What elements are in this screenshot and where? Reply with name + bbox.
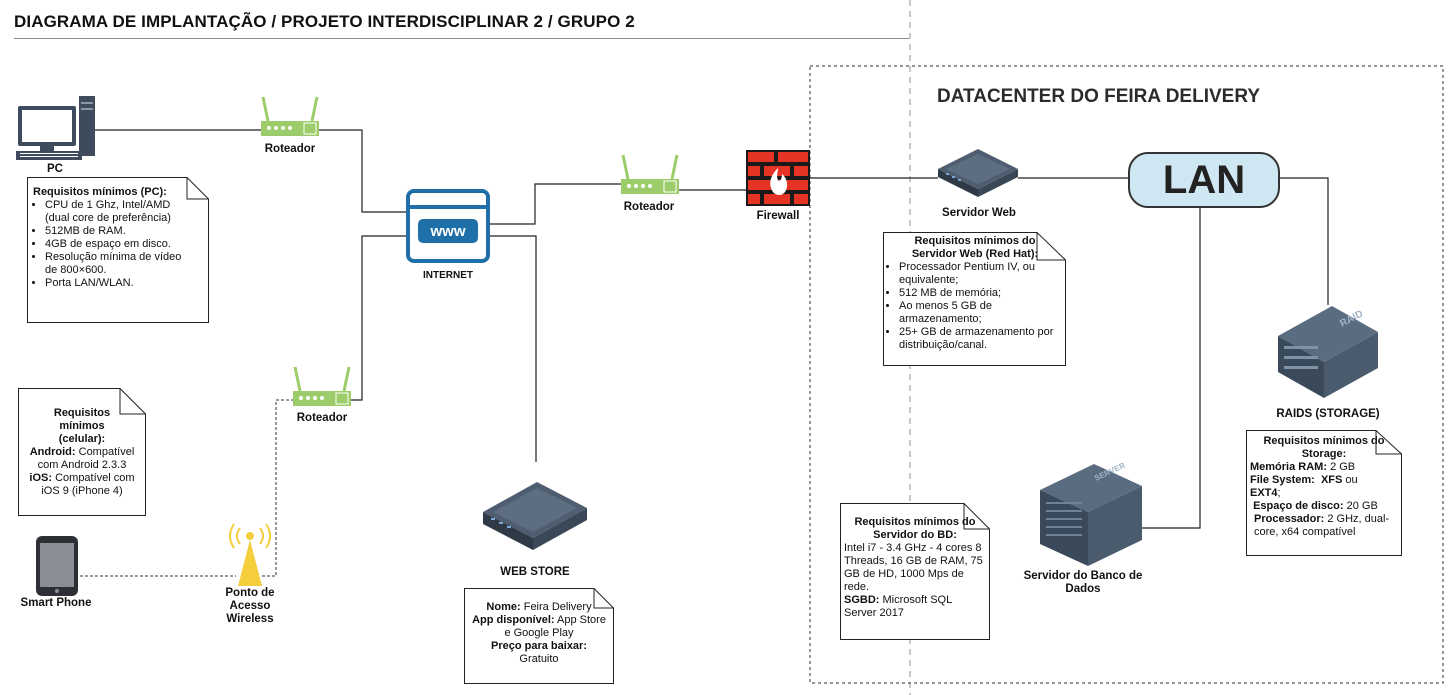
- storage-fs-label: File System:: [1250, 474, 1315, 486]
- smartphone-icon: [36, 536, 78, 596]
- page-title: DIAGRAMA DE IMPLANTAÇÃO / PROJETO INTERD…: [14, 12, 635, 31]
- note-shape: [840, 503, 990, 640]
- router-icon: [621, 154, 679, 194]
- db-sgbd-value: Microsoft SQL Server 2017: [844, 594, 952, 619]
- pc-req-video: Resolução mínima de vídeo de 800×600.: [45, 251, 193, 277]
- phone-note-title: Requisitos mínimos (celular):: [53, 407, 111, 445]
- webstore-name-label: Nome:: [486, 601, 521, 613]
- web-req-ram: 512 MB de memória;: [899, 287, 1061, 300]
- wire-internet-router2: [488, 183, 622, 225]
- phone-android-value: Compatível com Android 2.3.3: [37, 446, 135, 471]
- web-req-distribution: 25+ GB de armazenamento por distribuição…: [899, 326, 1061, 352]
- db-note-title: Requisitos mínimos do Servidor do BD:: [854, 516, 976, 541]
- note-shape: [27, 177, 209, 323]
- storage-requirements-note: Requisitos mínimos do Storage: Memória R…: [1246, 430, 1402, 556]
- note-shape: [1246, 430, 1402, 556]
- db-server-label: Servidor do Banco de Dados: [1023, 570, 1143, 595]
- wire-router3-accesspoint: [262, 399, 294, 577]
- pc-req-ram: 512MB de RAM.: [45, 225, 193, 238]
- storage-fs-or: ou: [1345, 474, 1358, 486]
- pc-note-title: Requisitos mínimos (PC):: [33, 186, 167, 198]
- note-shape: [18, 388, 146, 516]
- web-server-note-title: Requisitos mínimos do Servidor Web (Red …: [911, 235, 1039, 260]
- web-server-requirements-note: Requisitos mínimos do Servidor Web (Red …: [883, 232, 1066, 366]
- router-icon: [261, 96, 319, 136]
- pc-label: PC: [47, 163, 63, 175]
- wire-internet-webstore: [488, 235, 537, 462]
- web-store-note: Nome: Feira Delivery App disponível: App…: [464, 588, 614, 684]
- web-server-label: Servidor Web: [942, 207, 1016, 219]
- storage-ram-value: 2 GB: [1330, 461, 1356, 473]
- wire-lan-raids: [1276, 177, 1329, 305]
- firewall-label: Firewall: [756, 210, 800, 222]
- wire-lan-db: [1142, 204, 1201, 529]
- router-3-label: Roteador: [296, 412, 348, 424]
- storage-disk-value: 20 GB: [1346, 500, 1378, 512]
- web-store-label: WEB STORE: [500, 566, 570, 578]
- phone-requirements-note: Requisitos mínimos (celular): Android: C…: [18, 388, 146, 516]
- web-req-storage: Ao menos 5 GB de armazenamento;: [899, 300, 1061, 326]
- access-point-label: Ponto de Acesso Wireless: [225, 587, 275, 625]
- title-underline: [14, 38, 910, 39]
- pc-requirements-note: Requisitos mínimos (PC): CPU de 1 Ghz, I…: [27, 177, 209, 323]
- db-sgbd-label: SGBD:: [844, 594, 880, 606]
- storage-cpu-label: Processador:: [1254, 513, 1325, 525]
- computer-icon: [16, 96, 95, 160]
- note-shape: [883, 232, 1066, 366]
- note-shape: [464, 588, 614, 684]
- storage-cpu-value: 2 GHz, dual-core, x64 compatível: [1254, 513, 1390, 538]
- lan-node: LAN: [1128, 152, 1280, 208]
- www-text: www: [429, 223, 465, 240]
- phone-android-label: Android:: [29, 446, 76, 458]
- web-store-server-icon: [483, 482, 587, 550]
- raids-label: RAIDS (STORAGE): [1276, 408, 1380, 420]
- router-1-label: Roteador: [264, 143, 316, 155]
- db-requirements-note: Requisitos mínimos do Servidor do BD: In…: [840, 503, 990, 640]
- internet-label: INTERNET: [423, 270, 473, 281]
- pc-req-port: Porta LAN/WLAN.: [45, 277, 193, 290]
- webstore-name-value: Feira Delivery: [523, 601, 592, 613]
- phone-ios-value: Compatível com iOS 9 (iPhone 4): [41, 472, 135, 497]
- datacenter-title: DATACENTER DO FEIRA DELIVERY: [937, 86, 1261, 107]
- webstore-app-label: App disponível:: [472, 614, 555, 626]
- web-server-icon: [938, 149, 1018, 197]
- storage-disk-label: Espaço de disco:: [1253, 500, 1344, 512]
- storage-fs-ext4: EXT4: [1250, 487, 1278, 499]
- database-server-icon: SERVER: [1040, 461, 1142, 566]
- webstore-price-label: Preço para baixar:: [491, 640, 587, 652]
- db-note-specs: Intel i7 - 3.4 GHz - 4 cores 8 Threads, …: [844, 542, 983, 593]
- wire-router-internet: [318, 129, 408, 213]
- pc-req-disk: 4GB de espaço em disco.: [45, 238, 193, 251]
- raid-storage-icon: RAID: [1278, 306, 1378, 398]
- pc-req-cpu: CPU de 1 Ghz, Intel/AMD (dual core de pr…: [45, 199, 193, 225]
- firewall-icon: [746, 150, 810, 206]
- webstore-app-value: App Store e Google Play: [504, 614, 606, 639]
- wire-internet-router3: [350, 235, 408, 401]
- smartphone-label: Smart Phone: [20, 597, 92, 609]
- phone-ios-label: iOS:: [29, 472, 53, 484]
- internet-browser-icon: www: [406, 189, 490, 263]
- webstore-price-value: Gratuito: [519, 653, 559, 665]
- wireless-access-point-icon: [229, 523, 271, 586]
- storage-ram-label: Memória RAM:: [1250, 461, 1328, 473]
- storage-fs-xfs: XFS: [1320, 474, 1343, 486]
- datacenter-boundary: [809, 65, 1444, 684]
- storage-fs-end: ;: [1277, 487, 1281, 499]
- storage-note-title: Requisitos mínimos do Storage:: [1263, 435, 1385, 460]
- router-2-label: Roteador: [623, 201, 675, 213]
- web-req-cpu: Processador Pentium IV, ou equivalente;: [899, 261, 1061, 287]
- router-icon: [293, 366, 351, 406]
